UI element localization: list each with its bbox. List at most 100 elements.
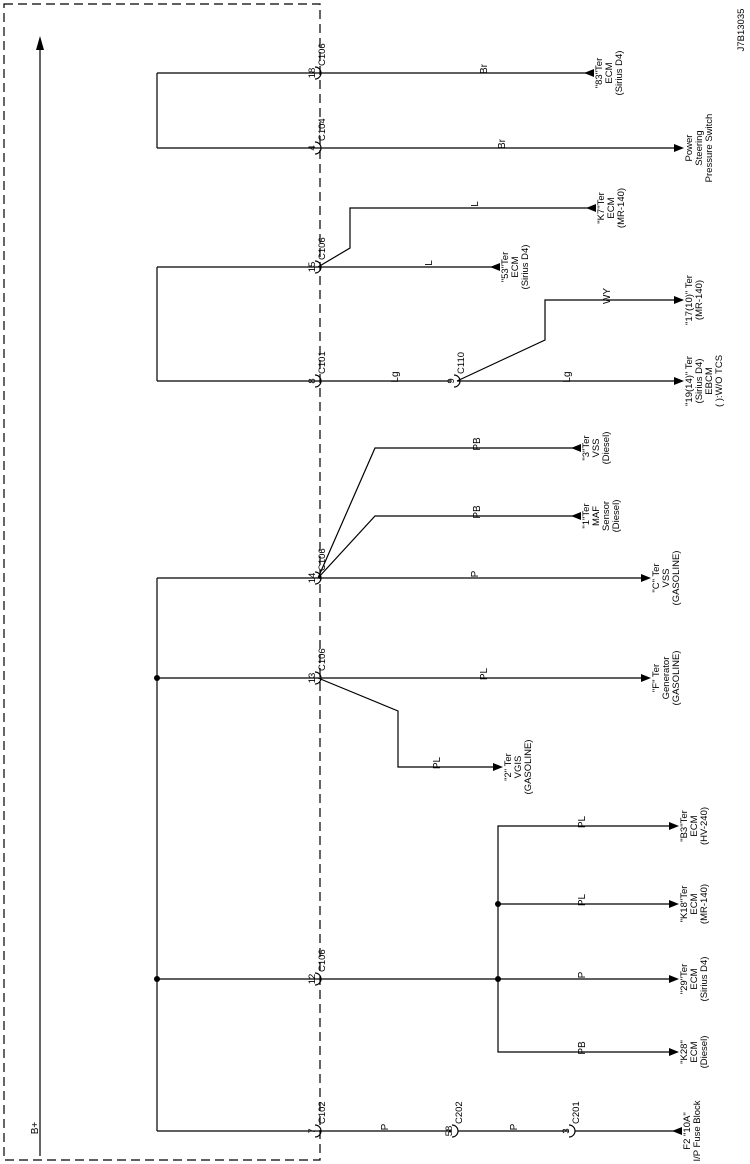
- wire-color-label: PL: [432, 756, 443, 769]
- terminal-label: Pressure Switch: [704, 114, 715, 183]
- terminal-label: (Diesel): [601, 432, 612, 465]
- connector-pin: 13: [307, 673, 318, 684]
- wire-color-label: PB: [472, 437, 483, 451]
- connector-name: C106: [317, 648, 328, 671]
- power-label: B+: [30, 1122, 41, 1135]
- terminal-label: Power: [684, 135, 695, 162]
- wire-color-label: P: [380, 1123, 391, 1130]
- terminal-label: "2" Ter: [503, 753, 514, 781]
- terminal-label: "53"Ter: [500, 252, 511, 283]
- wire-color-label: P: [577, 971, 588, 978]
- terminal-label: ECM: [510, 256, 521, 277]
- connector-pin: 14: [307, 573, 318, 584]
- arrow-right-icon: [674, 144, 684, 152]
- connector-name: C102: [317, 1101, 328, 1124]
- wire: [317, 515, 577, 579]
- terminal-label: "29"Ter: [679, 964, 690, 995]
- terminal-label: (Sirius D4): [614, 51, 625, 96]
- wire-color-label: Lg: [390, 371, 401, 382]
- terminal-label: F2 "10A": [682, 1112, 693, 1149]
- wire-color-label: P: [470, 570, 481, 577]
- terminal-label: Generator: [661, 657, 672, 700]
- wire-color-label: PB: [577, 1041, 588, 1055]
- terminal-label: (Diesel): [699, 1036, 710, 1069]
- connector-name: C106: [317, 43, 328, 66]
- terminal-label: (GASOLINE): [671, 651, 682, 706]
- arrow-right-icon: [493, 763, 503, 771]
- connector-name: C106: [317, 548, 328, 571]
- terminal-label: "C" Ter: [651, 563, 662, 592]
- terminal-label: ECM: [689, 893, 700, 914]
- terminal-label: Steering: [694, 130, 705, 165]
- terminal-label: "17(10)" Ter: [684, 275, 695, 325]
- module-boundary: [3, 3, 321, 1161]
- arrow-left-icon: [672, 1127, 682, 1135]
- connector-name: C106: [317, 237, 328, 260]
- wire: [497, 825, 673, 979]
- terminal-label: Sensor: [601, 501, 612, 531]
- arrow-left-icon: [571, 512, 581, 520]
- connector-pin: 8: [307, 378, 318, 383]
- terminal-label: "B3"Ter: [679, 810, 690, 842]
- terminal-label: (MR-140): [694, 280, 705, 320]
- terminal-label: VGIS: [513, 756, 524, 779]
- terminal-label: VSS: [591, 438, 602, 457]
- terminal-label: (GASOLINE): [523, 740, 534, 795]
- terminal-label: ( ):W/O TCS: [714, 355, 725, 407]
- wire-color-label: PL: [577, 893, 588, 906]
- terminal-label: ECM: [689, 1041, 700, 1062]
- terminal-label: VSS: [661, 568, 672, 587]
- wire-color-label: PB: [472, 505, 483, 519]
- connector-pin: 15: [307, 262, 318, 273]
- terminal-label: EBCM: [704, 367, 715, 395]
- connector-pin: 7: [307, 1128, 318, 1133]
- terminal-label: (MR-140): [699, 884, 710, 924]
- arrow-right-icon: [669, 822, 679, 830]
- arrow-right-icon: [669, 975, 679, 983]
- splice-dot: [154, 976, 160, 982]
- terminal-label: "K7"Ter: [596, 192, 607, 224]
- terminal-label: "F" Ter: [651, 664, 662, 692]
- terminal-label: (Diesel): [611, 500, 622, 533]
- connector-name: C202: [454, 1101, 465, 1124]
- wire-color-label: WY: [602, 288, 613, 304]
- terminal-label: (GASOLINE): [671, 551, 682, 606]
- terminal-label: (MR-140): [616, 188, 627, 228]
- connector-name: C101: [317, 351, 328, 374]
- terminal-label: I/P Fuse Block: [692, 1100, 703, 1161]
- wire-color-label: L: [424, 260, 435, 266]
- wire: [497, 979, 673, 1053]
- wire-color-label: Lg: [562, 371, 573, 382]
- wire-color-label: Br: [497, 138, 508, 149]
- connector-name: C201: [571, 1101, 582, 1124]
- terminal-label: "83"Ter: [594, 58, 605, 89]
- splice-dot: [154, 675, 160, 681]
- diagram-id: J7B13035: [736, 9, 747, 52]
- connector-pin: 9: [446, 378, 457, 383]
- terminal-label: (Sirius D4): [520, 245, 531, 290]
- splice-dot: [495, 976, 501, 982]
- terminal-label: (Sirius D4): [694, 359, 705, 404]
- wire-color-label: PL: [479, 667, 490, 680]
- arrow-right-icon: [641, 674, 651, 682]
- wire-color-label: L: [470, 201, 481, 207]
- splice-dot: [495, 901, 501, 907]
- terminal-label: (Sirius D4): [699, 957, 710, 1002]
- arrow-right-icon: [669, 1048, 679, 1056]
- arrow-right-icon: [674, 296, 684, 304]
- wire: [317, 677, 497, 768]
- terminal-label: ECM: [606, 197, 617, 218]
- terminal-label: "1"Ter: [581, 503, 592, 528]
- terminal-label: "K28": [679, 1040, 690, 1064]
- terminal-label: ECM: [689, 815, 700, 836]
- connector-pin: 12: [307, 974, 318, 985]
- arrow-left-icon: [584, 69, 594, 77]
- arrow-right-icon: [674, 377, 684, 385]
- arrow-right-icon: [669, 900, 679, 908]
- connector-pin: 18: [307, 68, 318, 79]
- arrow-left-icon: [571, 444, 581, 452]
- connector-pin: 4: [307, 145, 318, 150]
- wire-color-label: PL: [577, 815, 588, 828]
- terminal-label: "3"Ter: [581, 435, 592, 460]
